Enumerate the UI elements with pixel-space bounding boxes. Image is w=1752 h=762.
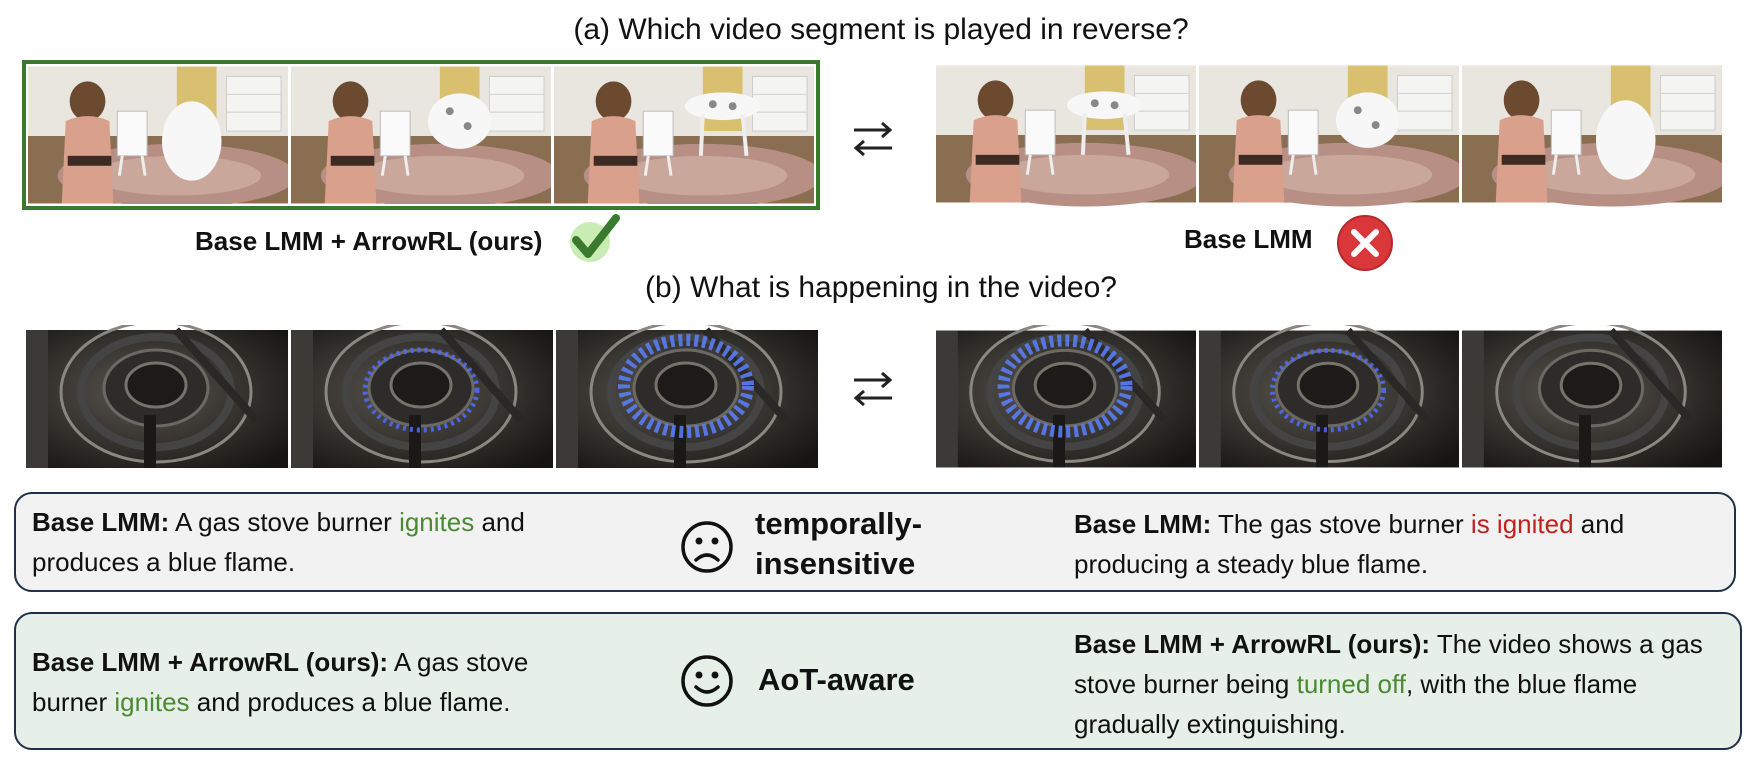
- video-frame: [291, 325, 553, 473]
- video-frame: [26, 325, 288, 473]
- video-frame: [936, 60, 1196, 208]
- question-b: (b) What is happening in the video?: [645, 271, 1117, 304]
- answer-label: Base LMM:: [32, 507, 170, 537]
- answer-text: and producing a steady blue flame.: [1074, 509, 1625, 579]
- answer-text: , with the blue flame gradually extingui…: [1074, 669, 1638, 739]
- filmstrip-b-right: [936, 325, 1722, 473]
- highlight-correct: ignites: [114, 687, 190, 717]
- swap-arrows-icon: [848, 368, 898, 410]
- highlight-wrong: is ignited: [1470, 509, 1574, 539]
- answer-row-arrowrl: [14, 612, 1742, 750]
- question-a: (a) Which video segment is played in rev…: [573, 13, 1189, 46]
- filmstrip-a-right: [936, 60, 1722, 208]
- base-answer-right: Base LMM: The gas stove burner is ignite…: [1074, 504, 1714, 584]
- answer-label: Base LMM + ArrowRL (ours):: [32, 647, 389, 677]
- video-frame: [936, 325, 1196, 473]
- filmstrip-a-left: [28, 66, 814, 204]
- arrowrl-answer-right: Base LMM + ArrowRL (ours): The video sho…: [1074, 624, 1734, 744]
- video-frame: [1199, 325, 1459, 473]
- answer-text: The gas stove burner: [1211, 509, 1471, 539]
- video-frame: [1462, 60, 1722, 208]
- arrowrl-answer-left: Base LMM + ArrowRL (ours): A gas stove b…: [32, 642, 592, 722]
- tag-aot-aware: AoT-aware: [758, 662, 915, 697]
- answer-row-base: [14, 492, 1736, 592]
- base-answer-left: Base LMM: A gas stove burner ignites and…: [32, 502, 592, 582]
- answer-label: Base LMM:: [1074, 509, 1212, 539]
- answer-text: and produces a blue flame.: [32, 507, 525, 577]
- answer-text: and produces a blue flame.: [189, 687, 511, 717]
- video-frame: [1199, 60, 1459, 208]
- sad-face-icon: [680, 520, 734, 574]
- tag-temporally-insensitive: temporally-insensitive: [755, 506, 923, 581]
- smile-face-icon: [680, 654, 734, 708]
- answer-text: A gas stove burner: [169, 507, 400, 537]
- swap-arrows-icon: [848, 118, 898, 160]
- highlight-correct: turned off: [1296, 669, 1406, 699]
- answer-label: Base LMM + ArrowRL (ours):: [1074, 629, 1431, 659]
- x-circle-icon: [1336, 214, 1394, 272]
- filmstrip-b-left: [26, 325, 818, 473]
- video-frame: [28, 66, 288, 204]
- correct-answer-border: [22, 60, 820, 210]
- highlight-correct: ignites: [399, 507, 475, 537]
- answer-text: A gas stove burner: [32, 647, 529, 717]
- answer-text: The video shows a gas stove burner being: [1074, 629, 1703, 699]
- video-frame: [554, 66, 814, 204]
- video-frame: [556, 325, 818, 473]
- caption-arrowrl: Base LMM + ArrowRL (ours): [195, 226, 543, 256]
- video-frame: [1462, 325, 1722, 473]
- caption-base-lmm: Base LMM: [1184, 224, 1313, 254]
- video-frame: [291, 66, 551, 204]
- checkmark-icon: [566, 212, 622, 264]
